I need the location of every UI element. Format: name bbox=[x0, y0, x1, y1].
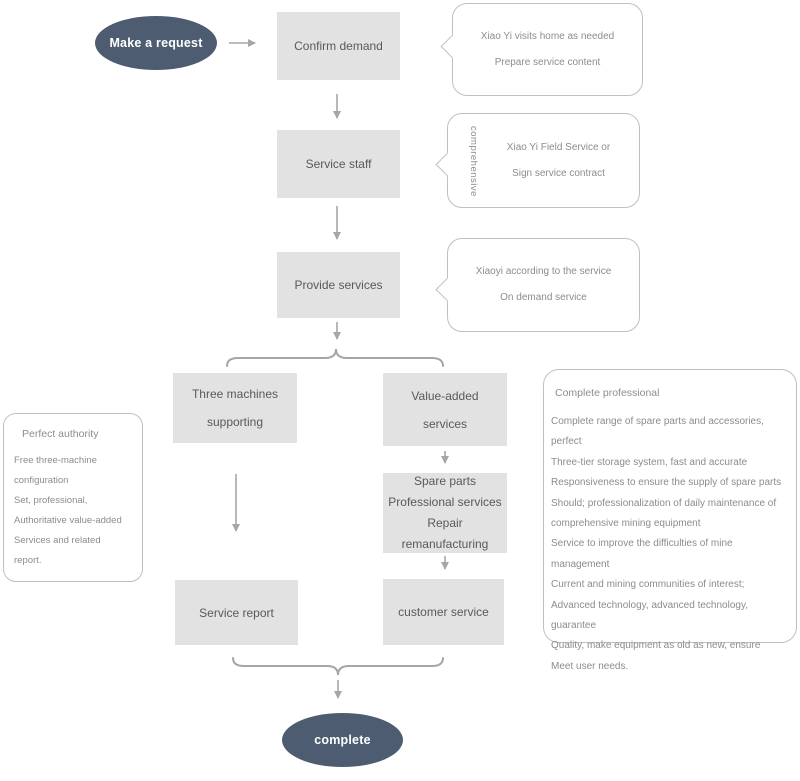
panel-line: Complete range of spare parts and access… bbox=[551, 416, 764, 448]
start-node: Make a request bbox=[95, 16, 217, 70]
step-customer-service: customer service bbox=[383, 579, 504, 645]
step-service-report: Service report bbox=[175, 580, 298, 645]
callout-line: Xiao Yi Field Service or bbox=[506, 141, 611, 153]
split-brace bbox=[226, 348, 444, 367]
panel-line: Should; professionalization of daily mai… bbox=[551, 497, 777, 509]
panel-line: Responsiveness to ensure the supply of s… bbox=[551, 477, 782, 489]
step-three-machines: Three machines supporting bbox=[173, 373, 297, 443]
start-node-label: Make a request bbox=[109, 36, 203, 50]
step-label: Service staff bbox=[305, 157, 372, 171]
step-label-line: supporting bbox=[206, 415, 264, 429]
panel-line: Free three-machine configuration bbox=[14, 455, 97, 486]
step-label-line: Professional services bbox=[388, 495, 502, 509]
step-label-line: Spare parts bbox=[413, 474, 477, 488]
end-node: complete bbox=[282, 713, 403, 767]
perfect-authority-panel: Perfect authority Free three-machine con… bbox=[3, 413, 143, 582]
comprehensive-vertical-label: comprehensive bbox=[468, 126, 479, 197]
callout-tail bbox=[435, 277, 460, 302]
callout-according: Xiaoyi according to the service On deman… bbox=[435, 238, 640, 332]
callout-field-service: comprehensive Xiao Yi Field Service or S… bbox=[435, 113, 640, 208]
panel-line: Set, professional, bbox=[14, 495, 88, 506]
panel-line: report. bbox=[14, 555, 42, 566]
step-value-added: Value-added services bbox=[383, 373, 507, 446]
panel-title: Complete professional bbox=[555, 387, 660, 399]
step-label: Confirm demand bbox=[294, 39, 383, 53]
panel-line: Advanced technology, advanced technology… bbox=[551, 599, 748, 632]
panel-line: Services and related bbox=[14, 535, 101, 546]
step-label-line: Value-added bbox=[411, 388, 479, 403]
end-node-label: complete bbox=[314, 733, 371, 747]
panel-line: Quality, make equipment as old as new, e… bbox=[551, 640, 761, 652]
callout-line: Xiao Yi visits home as needed bbox=[480, 30, 615, 42]
panel-line: Current and mining communities of intere… bbox=[551, 579, 745, 591]
step-label-line: Three machines bbox=[191, 387, 279, 401]
callout-visit: Xiao Yi visits home as needed Prepare se… bbox=[440, 3, 643, 96]
step-label-line: services bbox=[422, 416, 467, 431]
step-service-staff: Service staff bbox=[277, 130, 400, 198]
step-label: Provide services bbox=[294, 278, 383, 292]
panel-line: Service to improve the difficulties of m… bbox=[551, 538, 733, 570]
callout-tail bbox=[440, 34, 465, 59]
callout-line: Sign service contract bbox=[512, 167, 605, 179]
step-label: customer service bbox=[398, 605, 489, 619]
merge-brace bbox=[232, 657, 444, 676]
panel-line: Three-tier storage system, fast and accu… bbox=[551, 456, 748, 468]
panel-title: Perfect authority bbox=[22, 428, 99, 440]
step-confirm-demand: Confirm demand bbox=[277, 12, 400, 80]
step-spare-parts: Spare parts Professional services Repair… bbox=[383, 473, 507, 553]
step-label-line: Repair remanufacturing bbox=[401, 516, 489, 551]
complete-professional-panel: Complete professional Complete range of … bbox=[543, 369, 797, 672]
callout-line: Xiaoyi according to the service bbox=[475, 266, 612, 277]
panel-line: Meet user needs. bbox=[551, 660, 629, 672]
step-provide-services: Provide services bbox=[277, 252, 400, 318]
step-label: Service report bbox=[199, 605, 274, 620]
panel-line: Authoritative value-added bbox=[14, 515, 122, 526]
panel-line: comprehensive mining equipment bbox=[551, 518, 701, 530]
callout-tail bbox=[435, 152, 460, 177]
callout-line: On demand service bbox=[500, 292, 587, 303]
callout-line: Prepare service content bbox=[494, 56, 601, 68]
